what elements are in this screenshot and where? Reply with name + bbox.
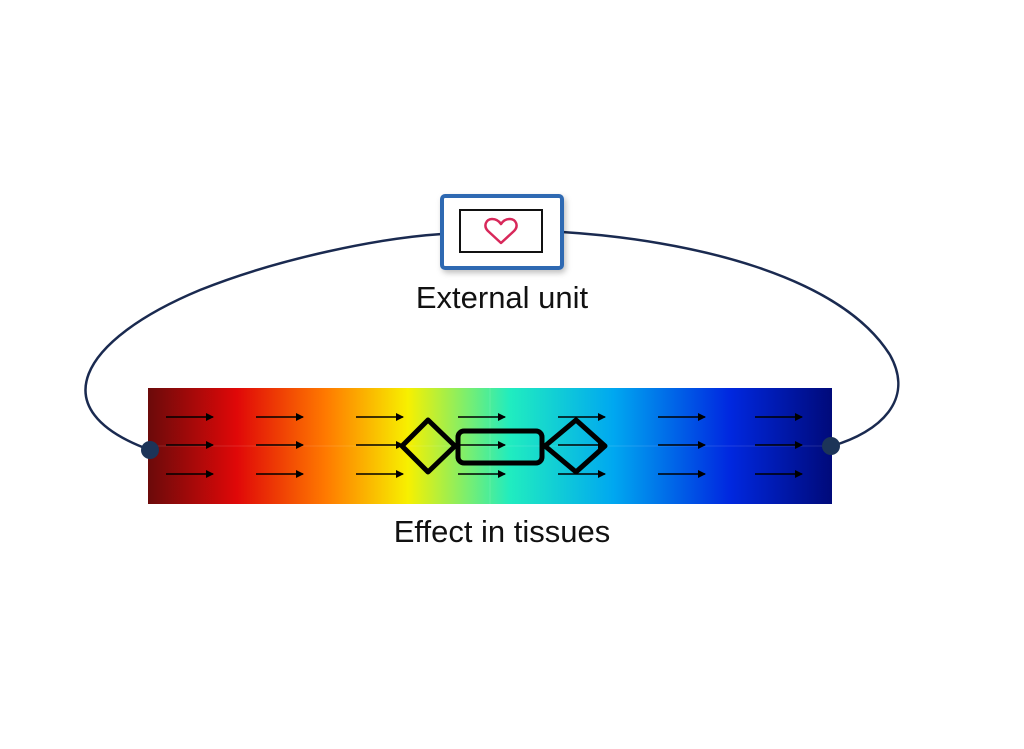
effect-in-tissues-label: Effect in tissues	[393, 514, 611, 549]
left-terminal	[141, 441, 159, 459]
connection-wire	[84, 230, 900, 452]
right-terminal	[822, 437, 840, 455]
bowtie-molecule-icon	[399, 417, 608, 475]
flow-arrows	[166, 413, 803, 478]
external-unit-device	[440, 194, 564, 270]
tissue-gradient-band	[148, 388, 832, 504]
heart-outline-icon	[484, 217, 518, 245]
external-unit-label: External unit	[415, 280, 589, 315]
device-screen	[459, 209, 543, 253]
